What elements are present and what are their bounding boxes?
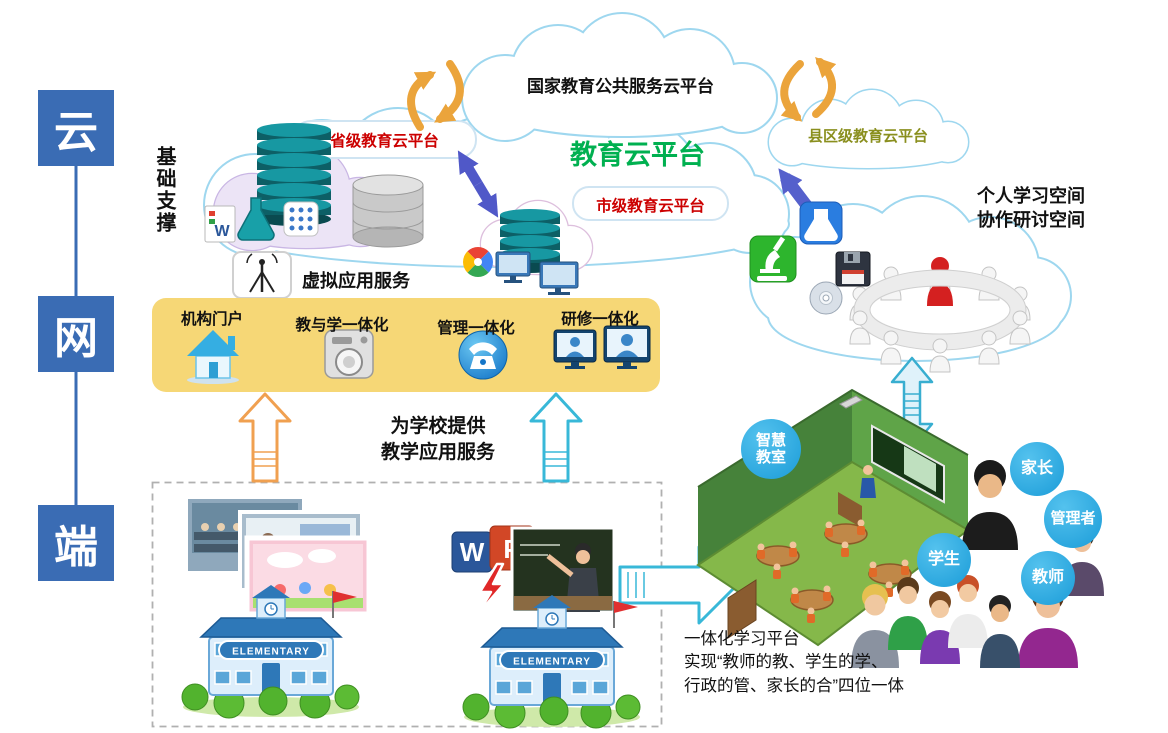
integrated-line1: 一体化学习平台	[684, 630, 800, 648]
collaboration-group-icon	[849, 257, 1031, 373]
student-figure-2	[888, 577, 928, 650]
rail-item-network: 网	[38, 296, 114, 372]
sync-arrows-left-icon	[407, 60, 464, 131]
student-figure-5	[980, 595, 1020, 668]
floppy-disk-icon	[835, 251, 871, 287]
school-building-left	[181, 584, 360, 719]
virtual-services-label: 虚拟应用服务	[302, 271, 410, 291]
video-conference-icon	[553, 325, 651, 369]
classroom-door	[727, 579, 757, 639]
antenna-icon	[232, 251, 292, 299]
virtual-services-panel	[152, 298, 660, 392]
upload-arrow-right	[529, 392, 583, 483]
integrated-line2: 实现“教师的教、学生的学、	[684, 653, 888, 672]
role-badge-parent: 家长	[1010, 442, 1064, 496]
cd-disc-icon	[809, 281, 843, 315]
school-building-right	[462, 594, 641, 729]
rail-item-terminal: 端	[38, 505, 114, 581]
upload-arrow-left	[238, 392, 292, 483]
smart-classroom	[696, 388, 970, 647]
app-grid-icon	[283, 201, 319, 237]
service-label-research: 研修一体化	[561, 311, 639, 328]
smart-classroom-line2: 教室	[755, 449, 786, 466]
personal-space-line2: 协作研讨空间	[977, 210, 1085, 231]
rail-item-cloud: 云	[38, 90, 114, 166]
svg-text:W: W	[214, 223, 230, 240]
telephone-icon	[458, 330, 508, 380]
classroom-teacher-figure	[860, 478, 876, 498]
provincial-cloud-label: 省级教育云平台	[330, 133, 439, 150]
personal-space-line1: 个人学习空间	[977, 186, 1085, 206]
role-badge-student: 学生	[917, 533, 971, 587]
role-teacher-label: 教师	[1031, 568, 1064, 586]
role-student-label: 学生	[927, 550, 960, 568]
base-support-label: 基础支撑	[153, 146, 175, 234]
service-label-teaching: 教与学一体化	[295, 317, 389, 334]
role-badge-manager: 管理者	[1044, 490, 1102, 548]
double-arrow-province-city-icon	[457, 150, 499, 218]
national-cloud-label: 国家教育公共服务云平台	[527, 77, 714, 96]
platform-title: 教育云平台	[570, 140, 705, 170]
pinwheel-icon	[463, 247, 493, 277]
service-label-management: 管理一体化	[437, 320, 515, 337]
word-doc-icon: W	[204, 205, 236, 243]
provide-line1: 为学校提供	[390, 416, 486, 437]
provide-services-label: 为学校提供 教学应用服务	[358, 414, 518, 465]
smart-classroom-badge: 智慧 教室	[741, 419, 801, 479]
gray-database-icon	[352, 174, 424, 248]
courseware-board	[244, 535, 372, 617]
role-manager-label: 管理者	[1050, 510, 1096, 528]
county-cloud	[767, 88, 970, 170]
svg-text:W: W	[460, 537, 485, 567]
municipal-cloud-label: 市级教育云平台	[596, 198, 705, 215]
student-desks	[756, 519, 912, 623]
integrated-line3: 行政的管、家长的合”四位一体	[684, 676, 904, 695]
flask-icon	[237, 197, 275, 241]
smart-classroom-line1: 智慧	[755, 431, 786, 449]
municipal-bubble	[572, 186, 729, 221]
integrated-platform-description: 一体化学习平台 实现“教师的教、学生的学、 行政的管、家长的合”四位一体	[684, 628, 1024, 698]
national-cloud	[461, 12, 778, 142]
word-file-icon: W	[451, 531, 493, 573]
student-figure-1	[851, 584, 899, 668]
teacher-lecture-photo	[510, 526, 616, 614]
microscope-icon	[749, 235, 797, 283]
personal-space-label: 个人学习空间 协作研讨空间	[952, 184, 1110, 233]
teaching-device-icon	[324, 329, 374, 379]
role-badge-teacher: 教师	[1021, 551, 1075, 605]
house-icon	[187, 330, 239, 384]
role-parent-label: 家长	[1020, 459, 1053, 477]
student-figure-4	[948, 575, 988, 648]
chemistry-flask-icon	[799, 201, 843, 245]
projector-icon	[839, 395, 863, 409]
sync-arrows-right-icon	[780, 57, 837, 122]
workstations-icon	[495, 251, 579, 295]
service-label-portal: 机构门户	[180, 311, 243, 328]
parent-figure	[962, 460, 1018, 550]
provide-line2: 教学应用服务	[380, 441, 495, 463]
county-cloud-label: 县区级教育云平台	[807, 128, 928, 145]
lightning-icon	[476, 562, 506, 616]
